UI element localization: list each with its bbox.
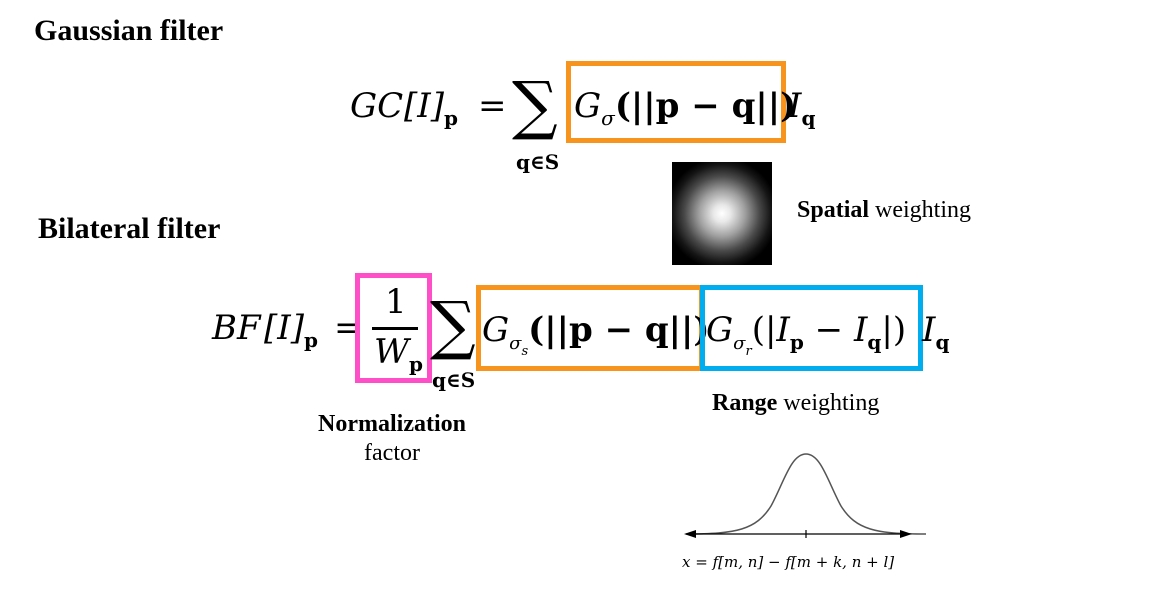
gc-lhs-name: GC — [350, 86, 404, 126]
bf-lhs-sub: p — [303, 328, 318, 352]
gc-spatial-kernel-box — [566, 61, 786, 143]
gc-kernel: Gσ(||p − q||) — [574, 86, 796, 130]
bf-I: I — [922, 310, 936, 350]
gc-lhs-bracket: [I]p — [404, 86, 458, 130]
gc-kernel-sigma: σ — [601, 106, 615, 130]
gc-sum-symbol: ∑ — [512, 69, 558, 143]
gc-lhs-sub: p — [443, 106, 458, 130]
bf-spatial-s: s — [521, 344, 529, 359]
gc-lhs-I: [I] — [404, 86, 444, 126]
bilateral-filter-heading: Bilateral filter — [38, 212, 221, 245]
normalization-caption: Normalization factor — [302, 411, 482, 467]
bf-range-Ip: I — [776, 310, 790, 350]
normalization-bold: Normalization — [318, 411, 466, 437]
gc-I: I — [788, 86, 802, 126]
bf-range-open: (| — [751, 310, 777, 350]
gc-Iq: Iq — [788, 86, 815, 130]
gc-kernel-arg: (||p − q||) — [614, 86, 797, 126]
bf-fraction-bar — [372, 327, 418, 330]
bf-sum-symbol: ∑ — [430, 289, 476, 363]
bf-range-Iq: I — [853, 310, 868, 350]
bf-range-kernel-box — [700, 285, 923, 371]
range-bold: Range — [712, 390, 778, 416]
x-axis-right-arrow — [900, 530, 912, 538]
range-gaussian-curve — [684, 453, 927, 538]
normalization-factor-box — [355, 273, 432, 383]
range-rest: weighting — [777, 390, 880, 416]
bf-frac-W: W — [374, 332, 409, 372]
bf-range-Iq-sub: q — [867, 330, 882, 354]
gc-kernel-G: G — [574, 86, 602, 126]
bf-spatial-kernel: Gσs(||p − q||) — [482, 310, 710, 359]
bf-spatial-G: G — [482, 310, 510, 350]
bf-range-close: |) — [881, 310, 907, 350]
bf-spatial-arg: (||p − q||) — [528, 310, 710, 350]
bf-frac-denominator: Wp — [374, 332, 423, 376]
gc-I-sub: q — [801, 106, 816, 130]
bf-lhs-name: BF — [212, 308, 261, 348]
bf-range-sigma: σ — [733, 333, 746, 354]
range-axis-label: x = f[m, n] − f[m + k, n + l] — [682, 553, 895, 571]
bf-I-sub: q — [935, 330, 950, 354]
bf-range-r: r — [745, 344, 752, 359]
bf-frac-W-sub: p — [408, 352, 423, 376]
bf-lhs-I: [I] — [264, 308, 304, 348]
bf-range-G: G — [706, 310, 734, 350]
bf-range-Ip-sub: p — [789, 330, 804, 354]
bf-Iq: Iq — [922, 310, 949, 354]
bf-frac-numerator: 1 — [385, 282, 407, 322]
spatial-rest: weighting — [869, 197, 972, 223]
gc-sum-subscript: q∈S — [516, 150, 560, 174]
range-weighting-caption: Range weighting — [712, 390, 879, 417]
bf-range-kernel: Gσr(|Ip − Iq|) — [706, 310, 906, 359]
gc-equals: = — [478, 86, 507, 126]
bf-range-minus: − — [803, 310, 854, 350]
gaussian-curve-path — [685, 453, 927, 535]
bf-sum-subscript: q∈S — [432, 368, 476, 392]
x-axis-left-arrow — [684, 530, 696, 538]
spatial-gaussian-image — [672, 162, 772, 265]
spatial-bold: Spatial — [797, 197, 870, 223]
bf-lhs-bracket: [I]p — [264, 308, 318, 352]
normalization-rest: factor — [364, 440, 420, 466]
spatial-weighting-caption: Spatial weighting — [797, 197, 971, 224]
gaussian-filter-heading: Gaussian filter — [34, 14, 224, 47]
bf-spatial-sigma: σ — [509, 333, 522, 354]
